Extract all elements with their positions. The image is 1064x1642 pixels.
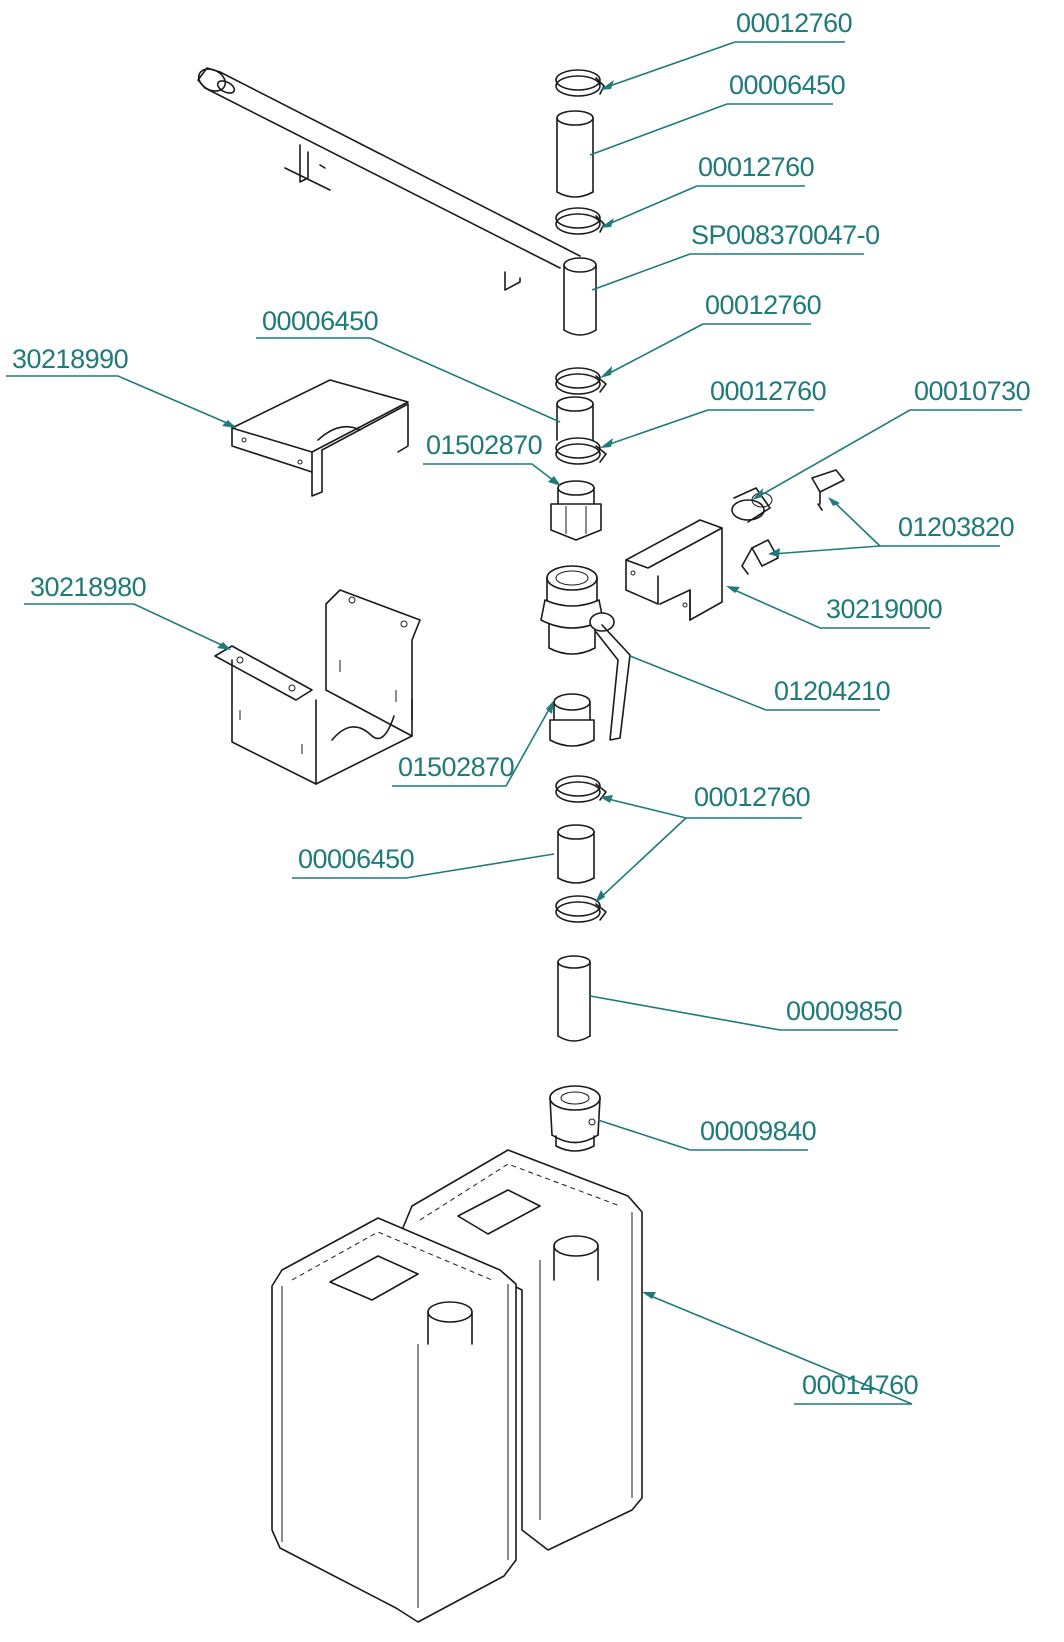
callout-label: 00006450 bbox=[298, 844, 414, 874]
callout-c4: SP008370047-0 bbox=[591, 220, 880, 291]
callout-c3: 00012760 bbox=[600, 152, 815, 228]
callout-c10: 01502870 bbox=[423, 430, 561, 486]
callout-label: 00009850 bbox=[786, 996, 902, 1026]
callout-c8: 00012760 bbox=[600, 376, 827, 448]
callout-c6: 00006450 bbox=[256, 306, 561, 423]
callout-c11: 01203820 bbox=[768, 497, 1015, 557]
callout-c20: 00014760 bbox=[642, 1292, 919, 1405]
bracket-30218990 bbox=[231, 379, 409, 497]
callout-c13: 30219000 bbox=[726, 586, 943, 629]
hose-clamp-1 bbox=[555, 69, 605, 97]
callout-c17: 00006450 bbox=[292, 844, 555, 879]
hose-nipple-2 bbox=[549, 693, 595, 747]
support-arm bbox=[197, 67, 581, 291]
callout-label: 30218980 bbox=[30, 572, 146, 602]
callout-label: 30218990 bbox=[12, 344, 128, 374]
callout-label: 00012760 bbox=[736, 8, 852, 38]
hose-sleeve-2 bbox=[556, 396, 594, 441]
callout-label: 30219000 bbox=[826, 594, 942, 624]
callout-c16: 00012760 bbox=[595, 782, 811, 903]
vertical-pipe-top bbox=[563, 257, 597, 336]
callout-c7: 30218990 bbox=[6, 344, 236, 428]
hose-sleeve-3 bbox=[557, 824, 595, 884]
callout-c1: 00012760 bbox=[600, 8, 853, 90]
callout-c5: 00012760 bbox=[600, 290, 822, 378]
hose-nipple-1 bbox=[550, 480, 602, 541]
callout-label: 01203820 bbox=[898, 512, 1014, 542]
hose-clamp-4 bbox=[555, 437, 607, 465]
canister-adapter bbox=[549, 1085, 601, 1152]
callout-label: 00012760 bbox=[705, 290, 821, 320]
callout-c2: 00006450 bbox=[589, 70, 846, 156]
callout-c12: 30218980 bbox=[24, 572, 231, 650]
ball-valve bbox=[540, 565, 631, 741]
callout-c19: 00009840 bbox=[597, 1116, 817, 1151]
callout-label: 00012760 bbox=[710, 376, 826, 406]
callout-label: 00006450 bbox=[262, 306, 378, 336]
callout-label: 00012760 bbox=[698, 152, 814, 182]
bracket-30218980 bbox=[214, 589, 421, 785]
callout-label: 00010730 bbox=[914, 376, 1030, 406]
hose-clamp-5 bbox=[555, 775, 607, 803]
bracket-30219000 bbox=[625, 519, 723, 621]
callout-c14: 01204210 bbox=[629, 655, 891, 711]
callout-label: SP008370047-0 bbox=[691, 220, 880, 250]
hose-sleeve-1 bbox=[556, 110, 594, 198]
callout-c9: 00010730 bbox=[752, 376, 1031, 500]
callout-label: 00009840 bbox=[700, 1116, 816, 1146]
water-canister-front bbox=[271, 1217, 517, 1623]
micro-switch-2 bbox=[741, 539, 779, 575]
callout-label: 00012760 bbox=[694, 782, 810, 812]
hose-clamp-2 bbox=[555, 207, 605, 235]
callout-label: 00006450 bbox=[729, 70, 845, 100]
callout-label: 01502870 bbox=[398, 752, 514, 782]
callout-label: 01204210 bbox=[774, 676, 890, 706]
callout-label: 00014760 bbox=[802, 1370, 918, 1400]
hose-clamp-6 bbox=[555, 895, 607, 923]
micro-switch-1 bbox=[811, 469, 845, 511]
drain-hose bbox=[557, 955, 591, 1042]
hose-clamp-3 bbox=[555, 367, 607, 395]
callout-label: 01502870 bbox=[426, 430, 542, 460]
callout-c15: 01502870 bbox=[392, 700, 554, 787]
callout-c18: 00009850 bbox=[589, 995, 903, 1031]
